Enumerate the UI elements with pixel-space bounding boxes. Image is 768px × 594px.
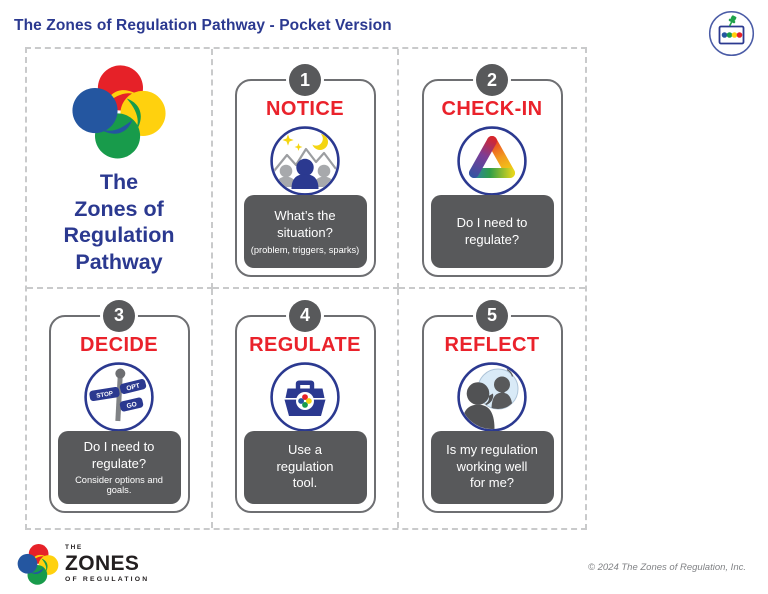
card-check-in: 2 CHECK-IN: [421, 64, 563, 277]
copyright-text: © 2024 The Zones of Regulation, Inc.: [587, 562, 746, 573]
card-title-regulate: REGULATE: [249, 333, 361, 356]
grid-cell-regulate: 4 REGULATE: [213, 288, 399, 528]
question-note: (problem, triggers, sparks): [250, 244, 360, 255]
intro-cell: The Zones of Regulation Pathway: [27, 49, 213, 289]
svg-text:OPT: OPT: [126, 382, 141, 392]
decide-signpost-icon: OPT STOP GO: [82, 360, 156, 434]
pocket-card-logo-icon: [708, 10, 755, 57]
grid-cell-reflect: 5 REFLECT: [399, 289, 585, 529]
page-title: The Zones of Regulation Pathway - Pocket…: [14, 17, 392, 34]
question-note: Consider options and goals.: [75, 475, 163, 496]
card-decide: 3 DECIDE OPT: [48, 299, 190, 513]
step-number: 3: [113, 305, 124, 325]
svg-text:GO: GO: [126, 401, 138, 410]
pathway-grid: The Zones of Regulation Pathway 1 NOTICE: [25, 47, 587, 530]
grid-cell-check-in: 2 CHECK-IN: [399, 49, 585, 289]
brand-of-regulation: OF REGULATION: [65, 575, 150, 583]
question-box: Do I need to regulate? Consider options …: [57, 430, 181, 504]
intro-title: The Zones of Regulation Pathway: [63, 170, 175, 274]
question-text: What’s the situation?: [274, 208, 336, 240]
check-in-triangle-icon: [455, 124, 529, 198]
card-regulate: 4 REGULATE: [234, 299, 376, 513]
card-title-reflect: REFLECT: [444, 333, 540, 356]
question-box: Use a regulation tool.: [243, 430, 367, 504]
card-reflect: 5 REFLECT: [421, 299, 563, 513]
zones-cloverleaf-logo-icon: [72, 65, 166, 159]
question-box: Do I need to regulate?: [430, 195, 554, 268]
brand-the: THE: [65, 543, 83, 551]
step-number-badge: 5: [476, 299, 508, 332]
step-number: 4: [299, 305, 310, 325]
zones-cloverleaf-logo-icon-small: [17, 544, 59, 585]
question-box: Is my regulation working well for me?: [430, 430, 554, 504]
question-text: Do I need to regulate?: [83, 438, 155, 471]
card-title-check-in: CHECK-IN: [441, 98, 543, 120]
step-number-badge: 4: [289, 299, 321, 332]
footer-brand-text: THE ZONES OF REGULATION: [65, 543, 150, 584]
card-title-decide: DECIDE: [80, 333, 158, 356]
step-number-badge: 1: [289, 64, 321, 96]
question-box: What’s the situation? (problem, triggers…: [243, 195, 367, 268]
step-number: 1: [299, 69, 310, 90]
regulate-toolbox-icon: [268, 360, 342, 434]
step-number-badge: 2: [476, 64, 508, 96]
question-text: Use a regulation tool.: [276, 441, 334, 491]
svg-text:STOP: STOP: [96, 390, 114, 400]
step-number: 2: [486, 69, 497, 90]
question-text: Do I need to regulate?: [456, 214, 528, 247]
footer-brand-logo: THE ZONES OF REGULATION: [17, 543, 149, 585]
notice-icon: [268, 124, 342, 198]
brand-zones: ZONES: [65, 552, 140, 576]
card-title-notice: NOTICE: [266, 98, 344, 120]
step-number: 5: [486, 305, 497, 325]
question-text: Is my regulation working well for me?: [446, 441, 538, 491]
step-number-badge: 3: [103, 299, 135, 332]
card-notice: 1 NOTICE: [234, 64, 376, 277]
grid-cell-notice: 1 NOTICE: [213, 49, 399, 289]
grid-cell-decide: 3 DECIDE OPT: [27, 288, 213, 528]
reflect-mirror-icon: [455, 360, 529, 434]
